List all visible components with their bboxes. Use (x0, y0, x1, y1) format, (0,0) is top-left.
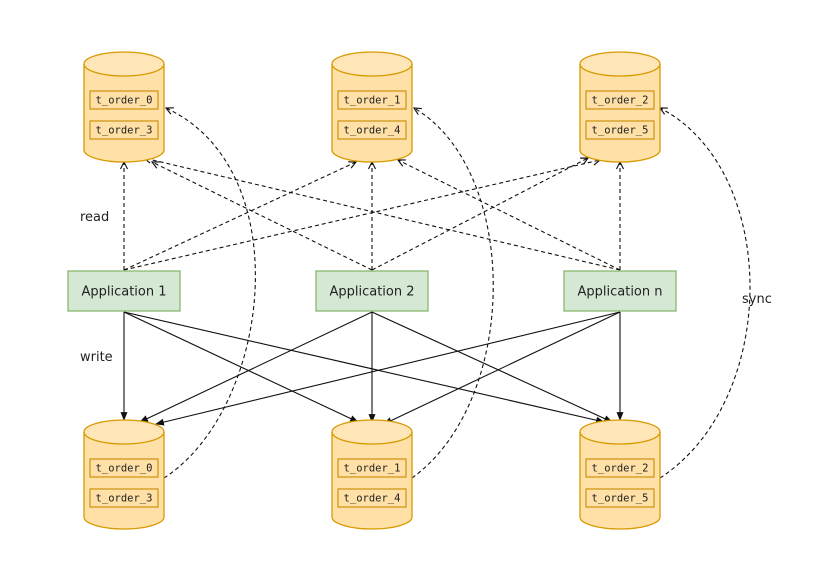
read-database-2[interactable]: t_order_2 t_order_5 (579, 51, 661, 163)
write-edge-app2-db2 (371, 311, 613, 423)
table-label: t_order_3 (96, 125, 153, 137)
read-label: read (80, 210, 109, 225)
database-cylinder-icon (579, 419, 661, 445)
write-database-1[interactable]: t_order_1 t_order_4 (331, 419, 413, 530)
sync-edge-db2 (660, 108, 751, 479)
write-edge-app2-db0 (139, 311, 373, 423)
application-node-n[interactable]: Application n (563, 270, 677, 312)
table-label: t_order_3 (96, 493, 153, 505)
database-cylinder-icon (579, 51, 661, 77)
table-box (585, 120, 655, 140)
application-label: Application n (577, 285, 662, 300)
sync-edge-db1 (411, 108, 494, 479)
database-cylinder-icon (83, 51, 165, 77)
write-edges (120, 311, 624, 426)
table-label: t_order_5 (592, 125, 649, 137)
table-label: t_order_2 (592, 463, 649, 475)
table-label: t_order_1 (344, 95, 401, 107)
table-box (337, 120, 407, 140)
read-edge-appn-db1 (398, 160, 621, 271)
table-label: t_order_4 (344, 493, 401, 505)
write-edge-app1-db1 (123, 311, 359, 423)
table-box (89, 120, 159, 140)
write-edge-appn-db1 (383, 311, 621, 425)
application-node-2[interactable]: Application 2 (315, 270, 429, 312)
table-label: t_order_0 (96, 95, 153, 107)
read-edge-appn-db0 (144, 158, 621, 271)
write-database-2[interactable]: t_order_2 t_order_5 (579, 419, 661, 530)
table-label: t_order_4 (344, 125, 401, 137)
table-box (337, 488, 407, 508)
application-label: Application 1 (81, 285, 166, 300)
read-edge-app1-db1 (123, 162, 356, 271)
read-database-0[interactable]: t_order_0 t_order_3 (83, 51, 165, 163)
write-edge-app1-db2 (123, 311, 605, 424)
sync-edges (163, 108, 751, 479)
table-box (89, 90, 159, 110)
table-label: t_order_2 (592, 95, 649, 107)
table-box (585, 90, 655, 110)
table-label: t_order_1 (344, 463, 401, 475)
table-box (337, 90, 407, 110)
sync-edge-db0 (163, 108, 256, 479)
write-database-0[interactable]: t_order_0 t_order_3 (83, 419, 165, 530)
table-label: t_order_5 (592, 493, 649, 505)
table-box (585, 458, 655, 478)
read-edge-app2-db0 (152, 162, 373, 271)
database-cylinder-icon (83, 419, 165, 445)
read-edge-app2-db2 (371, 158, 588, 271)
database-cylinder-icon (331, 51, 413, 77)
write-label: write (80, 350, 113, 365)
write-edge-appn-db0 (155, 311, 621, 426)
application-node-1[interactable]: Application 1 (67, 270, 181, 312)
read-edge-app1-db2 (123, 160, 600, 271)
sync-label: sync (742, 292, 772, 307)
table-box (89, 458, 159, 478)
table-label: t_order_0 (96, 463, 153, 475)
table-box (337, 458, 407, 478)
application-label: Application 2 (329, 285, 414, 300)
read-edges (123, 158, 621, 271)
table-box (89, 488, 159, 508)
table-box (585, 488, 655, 508)
database-cylinder-icon (331, 419, 413, 445)
read-database-1[interactable]: t_order_1 t_order_4 (331, 51, 413, 163)
